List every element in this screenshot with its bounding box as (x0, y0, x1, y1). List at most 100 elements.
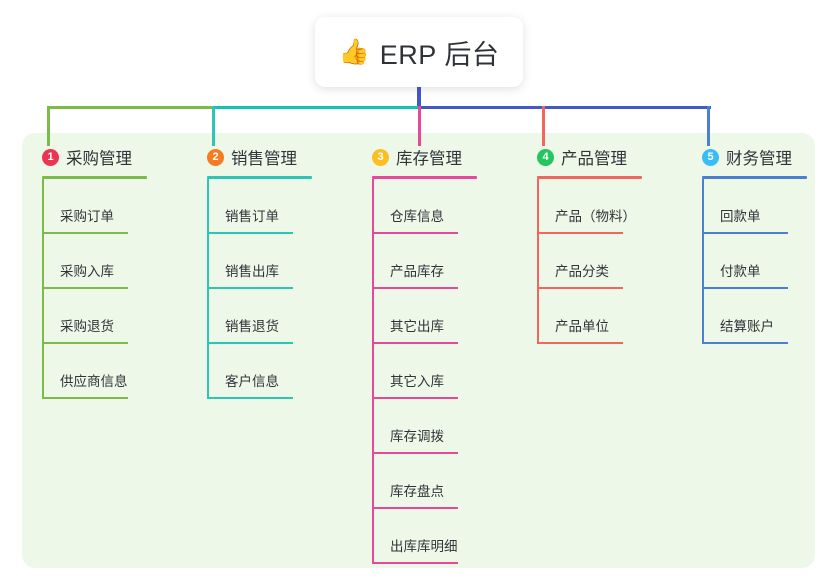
module-header-rule (537, 176, 642, 179)
module-item[interactable]: 产品分类 (537, 234, 642, 289)
module-item-label: 供应商信息 (60, 374, 128, 389)
module-column-4: 4 产品管理产品（物料） 产品分类产品单位 (537, 145, 642, 344)
module-item[interactable]: 销售出库 (207, 234, 312, 289)
module-spine (537, 179, 539, 344)
module-item-rule (372, 287, 458, 289)
module-item[interactable]: 回款单 (702, 179, 807, 234)
module-number-badge: 4 (537, 148, 554, 166)
module-item-rule (372, 507, 458, 509)
module-item[interactable]: 销售退货 (207, 289, 312, 344)
connector-drop-4 (542, 106, 545, 146)
module-header-5[interactable]: 5 财务管理 (702, 145, 807, 169)
root-node[interactable]: 👍 ERP 后台 (315, 17, 523, 87)
module-item[interactable]: 供应商信息 (42, 344, 147, 399)
module-item-rule (207, 342, 293, 344)
module-item-label: 产品单位 (555, 319, 609, 334)
module-item-label: 产品（物料） (555, 209, 636, 224)
module-item[interactable]: 采购退货 (42, 289, 147, 344)
module-item-label: 仓库信息 (390, 209, 444, 224)
module-item-label: 其它出库 (390, 319, 444, 334)
module-number-badge: 3 (372, 148, 389, 166)
module-header-3[interactable]: 3 库存管理 (372, 145, 477, 169)
module-item[interactable]: 采购入库 (42, 234, 147, 289)
module-title: 库存管理 (396, 150, 462, 168)
module-item-rule (702, 342, 788, 344)
module-spine (702, 179, 704, 344)
module-item-rule (537, 232, 623, 234)
connector-drop-3 (418, 106, 421, 146)
module-item-rule (207, 397, 293, 399)
module-header-rule (372, 176, 477, 179)
module-item[interactable]: 产品单位 (537, 289, 642, 344)
module-item-rule (702, 232, 788, 234)
module-header-rule (42, 176, 147, 179)
module-item-rule (42, 232, 128, 234)
module-item-list: 销售订单销售出库销售退货客户信息 (207, 179, 312, 399)
module-item[interactable]: 产品（物料） (537, 179, 642, 234)
module-item[interactable]: 其它出库 (372, 289, 477, 344)
module-column-5: 5 财务管理回款单付款单结算账户 (702, 145, 807, 344)
module-header-rule (702, 176, 807, 179)
module-item-rule (537, 287, 623, 289)
module-item-label: 回款单 (720, 209, 761, 224)
module-item-label: 销售订单 (225, 209, 279, 224)
module-item[interactable]: 采购订单 (42, 179, 147, 234)
module-item[interactable]: 付款单 (702, 234, 807, 289)
connector-bar-left (47, 106, 214, 109)
module-item-rule (372, 452, 458, 454)
module-spine (372, 179, 374, 564)
module-item[interactable]: 仓库信息 (372, 179, 477, 234)
module-item[interactable]: 库存盘点 (372, 454, 477, 509)
connector-bar-right (419, 106, 711, 109)
root-title: ERP 后台 (379, 39, 500, 70)
module-spine (207, 179, 209, 399)
module-item-rule (372, 232, 458, 234)
module-item-label: 采购订单 (60, 209, 114, 224)
thumbs-up-icon: 👍 (338, 37, 370, 66)
module-title: 采购管理 (66, 150, 132, 168)
module-item[interactable]: 销售订单 (207, 179, 312, 234)
modules-panel (22, 133, 815, 568)
module-item-label: 出库库明细 (390, 539, 458, 554)
module-header-4[interactable]: 4 产品管理 (537, 145, 642, 169)
module-item-rule (42, 287, 128, 289)
module-item-label: 其它入库 (390, 374, 444, 389)
module-item[interactable]: 客户信息 (207, 344, 312, 399)
module-column-3: 3 库存管理仓库信息产品库存其它出库其它入库库存调拨库存盘点出库库明细 (372, 145, 477, 564)
module-item[interactable]: 其它入库 (372, 344, 477, 399)
module-number-badge: 2 (207, 148, 224, 166)
module-title: 产品管理 (561, 150, 627, 168)
module-item-label: 产品库存 (390, 264, 444, 279)
module-item[interactable]: 结算账户 (702, 289, 807, 344)
module-item-list: 采购订单采购入库采购退货供应商信息 (42, 179, 147, 399)
module-item-label: 结算账户 (720, 319, 774, 334)
module-item-rule (372, 342, 458, 344)
module-item-label: 采购入库 (60, 264, 114, 279)
module-item-rule (42, 342, 128, 344)
module-item-rule (537, 342, 623, 344)
connector-drop-2 (212, 106, 215, 146)
module-item[interactable]: 出库库明细 (372, 509, 477, 564)
module-item-label: 销售出库 (225, 264, 279, 279)
module-title: 财务管理 (726, 150, 792, 168)
module-item-list: 产品（物料） 产品分类产品单位 (537, 179, 642, 344)
module-item-label: 销售退货 (225, 319, 279, 334)
module-header-rule (207, 176, 312, 179)
module-item[interactable]: 库存调拨 (372, 399, 477, 454)
module-item-label: 采购退货 (60, 319, 114, 334)
module-item-label: 库存调拨 (390, 429, 444, 444)
module-item-list: 仓库信息产品库存其它出库其它入库库存调拨库存盘点出库库明细 (372, 179, 477, 564)
connector-bar-middle (212, 106, 421, 109)
module-number-badge: 5 (702, 148, 719, 166)
root-stem-connector (417, 79, 421, 108)
module-item-rule (42, 397, 128, 399)
module-item[interactable]: 产品库存 (372, 234, 477, 289)
connector-drop-1 (47, 106, 50, 146)
module-item-rule (207, 232, 293, 234)
connector-drop-5 (707, 106, 710, 146)
